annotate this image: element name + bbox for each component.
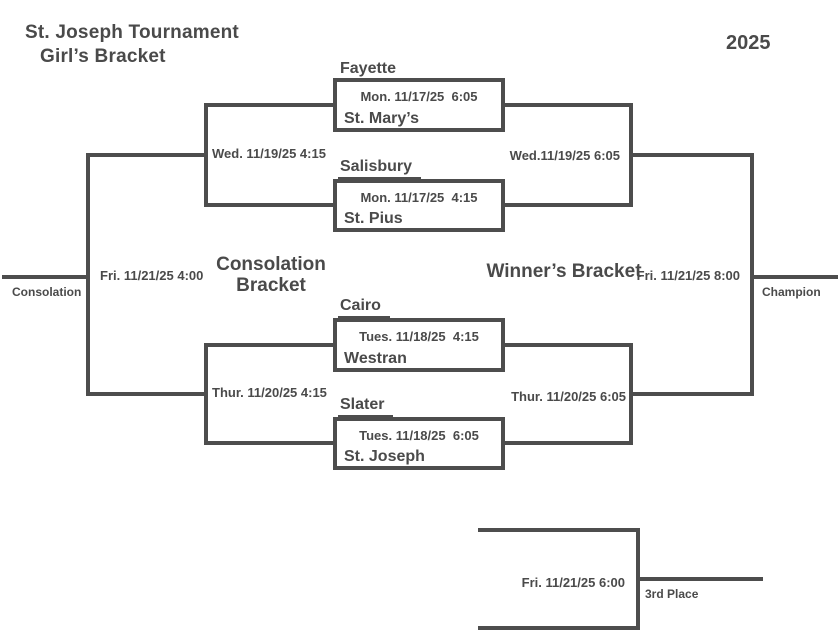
team-slot-top: Cairo <box>333 294 505 318</box>
team-name-st-pius: St. Pius <box>344 210 403 227</box>
team-name-fayette: Fayette <box>340 60 397 77</box>
consolation-final-vertical-line <box>86 153 90 396</box>
thirdplace-top-line <box>478 528 640 532</box>
champion-result-label: Champion <box>762 285 821 299</box>
team-name-westran: Westran <box>344 350 407 367</box>
game-3-left-connector-line <box>204 343 333 347</box>
winners-bracket-heading: Winner’s Bracket <box>486 261 642 282</box>
page-title-line2: Girl’s Bracket <box>40 46 166 67</box>
game-2-box: Mon. 11/17/25 4:15 St. Pius <box>333 179 505 232</box>
consolation-semi-top-datetime: Wed. 11/19/25 4:15 <box>212 146 326 161</box>
consolation-result-line <box>2 275 90 279</box>
consolation-bracket-heading: Consolation Bracket <box>216 254 326 296</box>
game-2: Salisbury Mon. 11/17/25 4:15 St. Pius <box>333 155 505 232</box>
winners-semi-top-out-line <box>629 153 754 157</box>
page-title-line1: St. Joseph Tournament <box>25 22 239 43</box>
consolation-semi-bottom-datetime: Thur. 11/20/25 4:15 <box>212 385 327 400</box>
game-4-left-connector-line <box>204 441 333 445</box>
thirdplace-result-label: 3rd Place <box>645 587 699 601</box>
game-1-left-connector-line <box>204 103 333 107</box>
winners-semi-top-datetime: Wed.11/19/25 6:05 <box>509 148 620 163</box>
game-1-datetime: Mon. 11/17/25 6:05 <box>360 89 478 104</box>
champion-result-line <box>750 275 838 279</box>
consolation-semi-bottom-out-line <box>86 392 208 396</box>
team-slot-top: Slater <box>333 393 505 417</box>
consolation-final-datetime: Fri. 11/21/25 4:00 <box>100 268 204 283</box>
consolation-semi-top-out-line <box>86 153 208 157</box>
game-1-box: Mon. 11/17/25 6:05 St. Mary’s <box>333 78 505 132</box>
game-4-box: Tues. 11/18/25 6:05 St. Joseph <box>333 417 505 470</box>
game-2-right-connector-line <box>505 203 633 207</box>
game-4: Slater Tues. 11/18/25 6:05 St. Joseph <box>333 393 505 470</box>
championship-datetime: Fri. 11/21/25 8:00 <box>636 268 740 283</box>
game-2-left-connector-line <box>204 203 333 207</box>
team-slot-top: Fayette <box>333 54 505 78</box>
thirdplace-bottom-line <box>478 626 640 630</box>
year-label: 2025 <box>726 32 771 54</box>
team-slot-top: Salisbury <box>333 155 505 179</box>
winners-semi-bottom-out-line <box>629 392 754 396</box>
game-3: Cairo Tues. 11/18/25 4:15 Westran <box>333 294 505 372</box>
game-1: Fayette Mon. 11/17/25 6:05 St. Mary’s <box>333 54 505 132</box>
game-3-right-connector-line <box>505 343 633 347</box>
game-4-right-connector-line <box>505 441 633 445</box>
team-name-st-joseph: St. Joseph <box>344 448 425 465</box>
team-name-slater: Slater <box>338 395 394 417</box>
championship-vertical-line <box>750 153 754 396</box>
game-4-datetime: Tues. 11/18/25 6:05 <box>359 428 479 443</box>
winners-semi-bottom-datetime: Thur. 11/20/25 6:05 <box>511 389 626 404</box>
team-name-cairo: Cairo <box>338 296 390 318</box>
game-3-datetime: Tues. 11/18/25 4:15 <box>359 329 479 344</box>
thirdplace-result-line <box>636 577 763 581</box>
consolation-result-label: Consolation <box>12 285 82 299</box>
game-3-box: Tues. 11/18/25 4:15 Westran <box>333 318 505 372</box>
team-name-st-marys: St. Mary’s <box>344 110 419 127</box>
team-name-salisbury: Salisbury <box>338 157 422 179</box>
game-1-right-connector-line <box>505 103 633 107</box>
game-2-datetime: Mon. 11/17/25 4:15 <box>360 190 478 205</box>
thirdplace-datetime: Fri. 11/21/25 6:00 <box>521 575 625 590</box>
